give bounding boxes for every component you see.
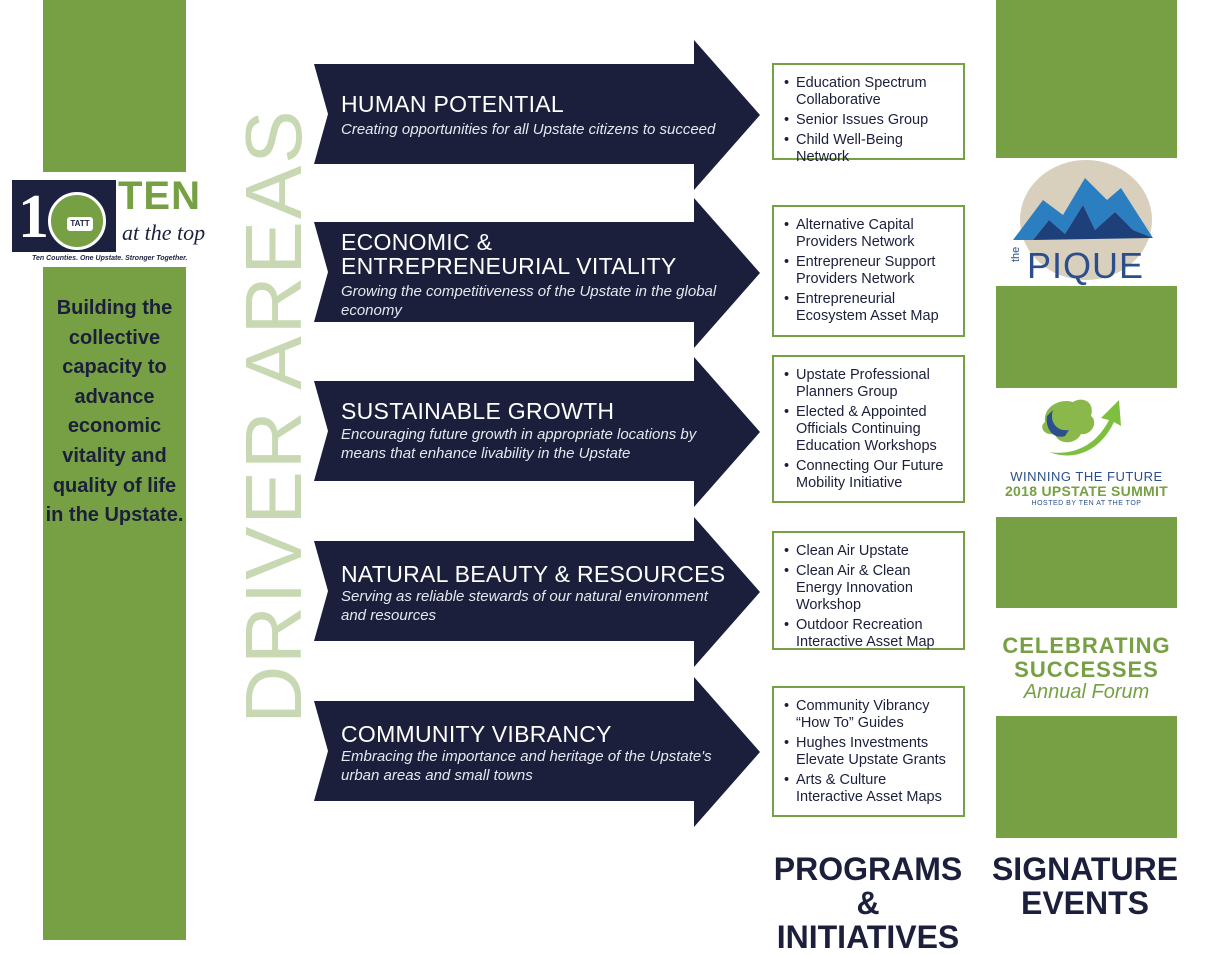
driver-area-description: Embracing the importance and heritage of… xyxy=(341,748,712,784)
logo-badge: 1 TATT xyxy=(12,180,116,252)
summit-year: 2018 UPSTATE SUMMIT xyxy=(1004,483,1169,499)
program-box: Education Spectrum CollaborativeSenior I… xyxy=(772,63,965,165)
driver-area-title: ECONOMIC & xyxy=(341,229,493,255)
driver-area-title: HUMAN POTENTIAL xyxy=(341,91,565,117)
program-list: Education Spectrum CollaborativeSenior I… xyxy=(784,75,957,166)
program-item: Hughes Investments Elevate Upstate Grant… xyxy=(784,735,957,769)
logo-brand-big: TEN xyxy=(118,174,201,218)
program-item: Community Vibrancy “How To” Guides xyxy=(784,698,957,732)
driver-areas-text: DRIVER AREAS xyxy=(229,108,318,724)
program-item: Outdoor Recreation Interactive Asset Map xyxy=(784,617,957,651)
program-box: Clean Air UpstateClean Air & Clean Energ… xyxy=(772,531,965,650)
program-item: Entrepreneurial Ecosystem Asset Map xyxy=(784,291,957,325)
logo-circle-icon: TATT xyxy=(48,192,106,250)
driver-area-title: ENTREPRENEURIAL VITALITY xyxy=(341,253,677,279)
driver-area-title: SUSTAINABLE GROWTH xyxy=(341,398,615,424)
driver-area-arrow: ECONOMIC &ENTREPRENEURIAL VITALITY Growin… xyxy=(314,198,760,348)
logo-badge-text: TATT xyxy=(67,217,93,231)
driver-area-description: Encouraging future growth in appropriate… xyxy=(341,426,697,462)
program-item: Arts & Culture Interactive Asset Maps xyxy=(784,772,957,806)
celebrating-successes-title: CELEBRATING SUCCESSES xyxy=(1002,633,1171,682)
driver-area-title: NATURAL BEAUTY & RESOURCES xyxy=(341,561,726,587)
pique-mountain-icon xyxy=(1013,160,1153,280)
driver-area-description: Serving as reliable stewards of our natu… xyxy=(341,588,708,624)
summit-arrow-icon xyxy=(1042,399,1121,456)
program-item: Senior Issues Group xyxy=(784,112,957,129)
program-item: Alternative Capital Providers Network xyxy=(784,217,957,251)
programs-heading: PROGRAMS & INITIATIVES xyxy=(773,851,963,955)
logo-tagline: Ten Counties. One Upstate. Stronger Toge… xyxy=(32,255,188,262)
program-item: Upstate Professional Planners Group xyxy=(784,367,957,401)
right-green-block-3 xyxy=(996,517,1177,608)
ten-at-the-top-logo: 1 TATT TEN at the top Ten Counties. One … xyxy=(8,172,220,267)
program-item: Clean Air & Clean Energy Innovation Work… xyxy=(784,563,957,614)
right-green-block-top xyxy=(996,0,1177,158)
program-item: Elected & Appointed Officials Continuing… xyxy=(784,404,957,455)
driver-area-title: COMMUNITY VIBRANCY xyxy=(341,721,612,747)
program-list: Upstate Professional Planners GroupElect… xyxy=(784,367,957,492)
driver-area-description: Creating opportunities for all Upstate c… xyxy=(341,121,716,138)
pique-wordmark: PIQUE xyxy=(1027,245,1145,286)
program-list: Community Vibrancy “How To” GuidesHughes… xyxy=(784,698,957,806)
program-item: Clean Air Upstate xyxy=(784,543,957,560)
annual-forum-subtitle: Annual Forum xyxy=(1023,681,1150,703)
logo-brand-small: at the top xyxy=(122,220,206,245)
summit-host: HOSTED BY TEN AT THE TOP xyxy=(1031,500,1142,507)
program-box: Community Vibrancy “How To” GuidesHughes… xyxy=(772,686,965,817)
pique-the-text: the xyxy=(1010,246,1022,262)
signature-events-heading: SIGNATURE EVENTS xyxy=(991,851,1179,921)
driver-area-description: Growing the competitiveness of the Upsta… xyxy=(341,283,717,319)
arrow-shape xyxy=(314,517,760,667)
program-item: Child Well-Being Network xyxy=(784,132,957,166)
arrow-shape xyxy=(314,40,760,190)
arrow-shape xyxy=(314,357,760,507)
program-item: Entrepreneur Support Providers Network xyxy=(784,254,957,288)
program-box: Alternative Capital Providers NetworkEnt… xyxy=(772,205,965,337)
program-item: Education Spectrum Collaborative xyxy=(784,75,957,109)
driver-area-arrow: HUMAN POTENTIAL Creating opportunities fo… xyxy=(314,40,760,190)
arrow-shape xyxy=(314,198,760,348)
right-green-block-2 xyxy=(996,286,1177,388)
program-box: Upstate Professional Planners GroupElect… xyxy=(772,355,965,503)
arrow-shape xyxy=(314,677,760,827)
summit-title: WINNING THE FUTURE xyxy=(1010,469,1163,484)
right-green-block-bottom xyxy=(996,716,1177,838)
logo-numeral: 1 xyxy=(18,183,49,251)
left-green-bar xyxy=(43,0,186,940)
program-list: Clean Air UpstateClean Air & Clean Energ… xyxy=(784,543,957,651)
mission-statement: Building the collective capacity to adva… xyxy=(45,297,184,527)
program-item: Connecting Our Future Mobility Initiativ… xyxy=(784,458,957,492)
program-list: Alternative Capital Providers NetworkEnt… xyxy=(784,217,957,325)
